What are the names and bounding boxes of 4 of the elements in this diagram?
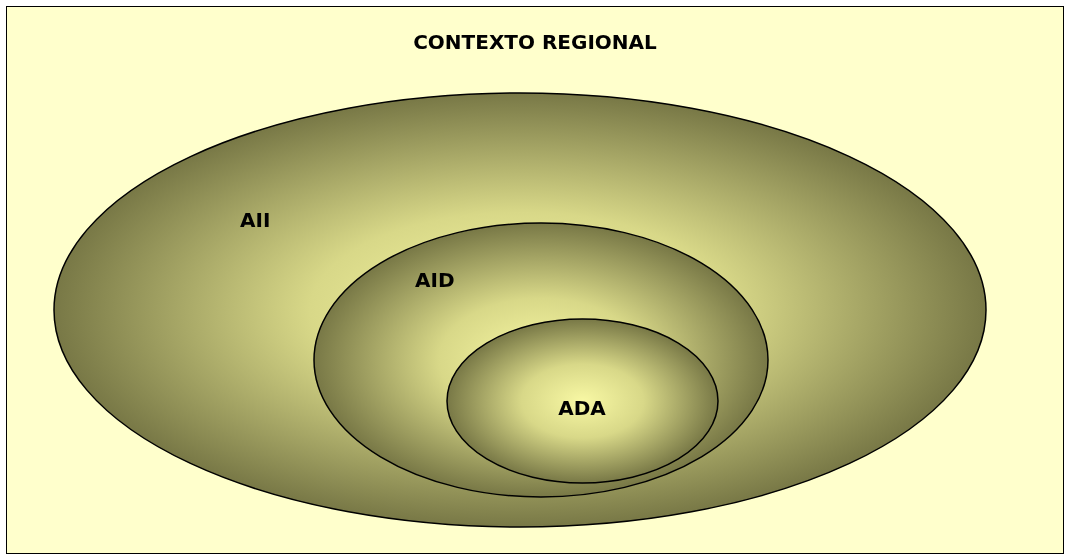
region-title: CONTEXTO REGIONAL [413,30,657,54]
zone-label: AID [415,268,455,292]
zone-label: ADA [558,396,606,420]
zone-label: AII [240,208,271,232]
